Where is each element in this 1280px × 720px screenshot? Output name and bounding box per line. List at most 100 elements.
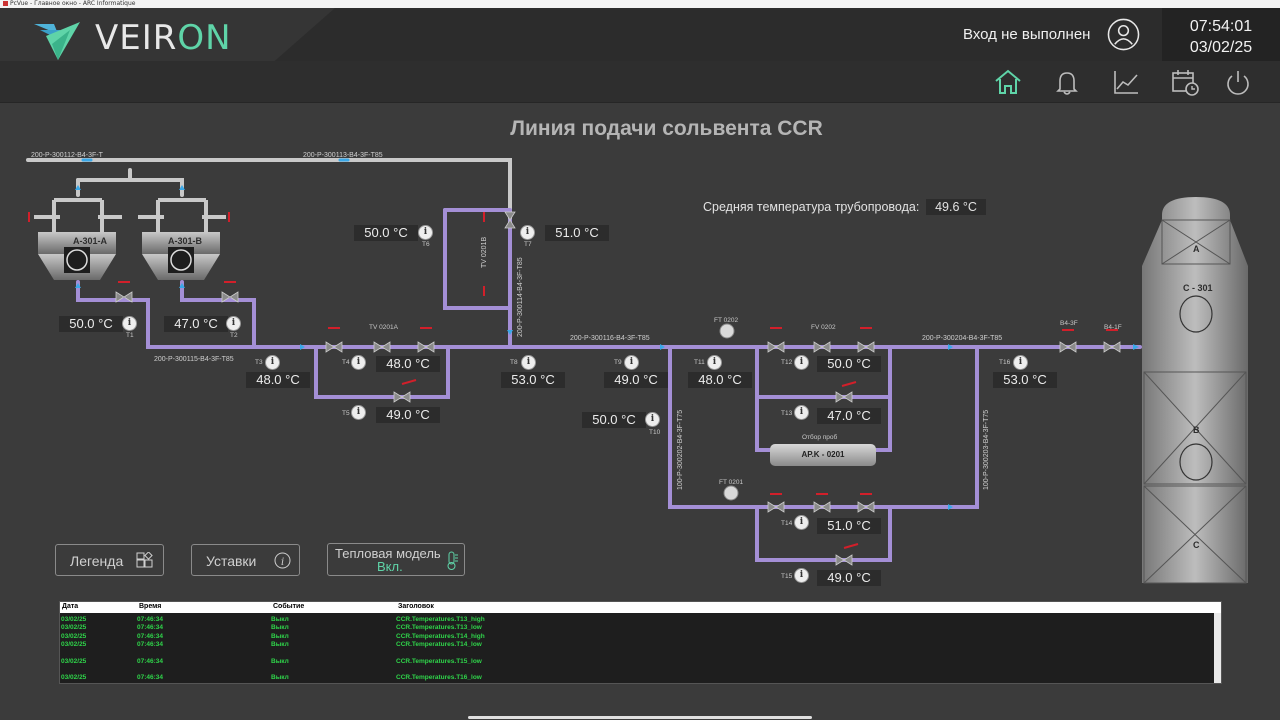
t3-value: 48.0 °C <box>246 372 310 388</box>
t3-sensor-icon[interactable]: i <box>265 355 280 370</box>
user-icon[interactable] <box>1107 18 1140 51</box>
t14-tag: T14 <box>781 520 793 527</box>
clock-time: 07:54:01 <box>1189 18 1253 35</box>
col-event: Событие <box>273 603 305 610</box>
setpoints-button[interactable]: Уставки i <box>191 544 300 576</box>
t15-value: 49.0 °C <box>817 570 881 586</box>
info-icon: i <box>274 552 291 569</box>
t14-value: 51.0 °C <box>817 518 881 534</box>
t1-sensor-icon[interactable]: i <box>122 316 137 331</box>
thermal-model-title: Тепловая модель <box>335 546 441 561</box>
row-date: 03/02/25 <box>61 624 87 632</box>
veiron-logo-icon <box>34 22 80 60</box>
t2-value: 47.0 °C <box>164 316 228 332</box>
t11-sensor-icon[interactable]: i <box>707 355 722 370</box>
row-event: Выкл <box>271 624 289 632</box>
row-date: 03/02/25 <box>61 632 87 640</box>
t16-sensor-icon[interactable]: i <box>1013 355 1028 370</box>
login-status[interactable]: Вход не выполнен <box>963 26 1091 43</box>
pipeline-label-300113: 200-P-300113-B4-3F-T85 <box>303 152 383 159</box>
row-time: 07:46:34 <box>137 641 164 649</box>
column-c-301 <box>1142 197 1248 584</box>
t5-tag: T5 <box>342 410 350 417</box>
row-event: Выкл <box>271 657 289 665</box>
tv-0201a-tag: TV 0201A <box>369 324 398 331</box>
t6-value: 50.0 °C <box>354 225 418 241</box>
legend-icon <box>136 552 153 568</box>
t4-tag: T4 <box>342 359 350 366</box>
calendar-clock-icon[interactable] <box>1169 66 1201 98</box>
t10-value: 50.0 °C <box>582 412 646 428</box>
t16-value: 53.0 °C <box>993 372 1057 388</box>
thermal-model-state: Вкл. <box>377 559 403 574</box>
bell-icon[interactable] <box>1051 66 1083 98</box>
clock-panel: 07:54:01 03/02/25 <box>1162 8 1280 61</box>
ft-0201-tag: FT 0201 <box>719 479 744 486</box>
t4-value: 48.0 °C <box>376 356 440 372</box>
t5-sensor-icon[interactable]: i <box>351 405 366 420</box>
t7-sensor-icon[interactable]: i <box>520 225 535 240</box>
event-log-scrollbar[interactable] <box>1214 613 1221 683</box>
row-event: Выкл <box>271 632 289 640</box>
svg-text:i: i <box>281 557 284 568</box>
t2-sensor-icon[interactable]: i <box>226 316 241 331</box>
avg-temp-value: 49.6 °C <box>926 199 986 215</box>
pipeline-label-300112: 200-P-300112-B4-3F-T <box>31 152 103 159</box>
cooler-a-label: A-301-A <box>73 236 108 246</box>
sample-label: Отбор проб <box>802 434 838 441</box>
ft-0202-tag: FT 0202 <box>714 317 739 324</box>
t6-sensor-icon[interactable]: i <box>418 225 433 240</box>
t4-sensor-icon[interactable]: i <box>351 355 366 370</box>
t15-tag: T15 <box>781 573 793 580</box>
col-date: Дата <box>62 603 79 610</box>
t16-tag: T16 <box>999 359 1011 366</box>
power-icon[interactable] <box>1222 66 1254 98</box>
pipeline-label-300203: 100-P-300203-B4-3F-T75 <box>983 409 990 490</box>
row-title: CCR.Temperatures.T14_high <box>396 632 485 640</box>
brand-name: VEIRON <box>95 18 232 58</box>
thermal-model-button[interactable]: Тепловая модель Вкл. <box>327 543 465 576</box>
t12-sensor-icon[interactable]: i <box>794 355 809 370</box>
chart-icon[interactable] <box>1110 66 1142 98</box>
process-diagram <box>26 158 1248 584</box>
pipeline-label-300114: 200-P-300114-B4-3F-T85 <box>517 257 524 337</box>
brand-prefix: VEIR <box>95 18 178 58</box>
row-event: Выкл <box>271 641 289 649</box>
t8-sensor-icon[interactable]: i <box>521 355 536 370</box>
t12-value: 50.0 °C <box>817 356 881 372</box>
t14-sensor-icon[interactable]: i <box>794 515 809 530</box>
t15-sensor-icon[interactable]: i <box>794 568 809 583</box>
t7-value: 51.0 °C <box>545 225 609 241</box>
home-icon[interactable] <box>992 66 1024 98</box>
t13-tag: T13 <box>781 410 793 417</box>
t3-tag: T3 <box>255 359 263 366</box>
row-title: CCR.Temperatures.T13_low <box>396 624 482 632</box>
pipeline-label-300116: 200-P-300116-B4-3F-T85 <box>570 335 650 342</box>
horizontal-scrollbar[interactable] <box>468 716 812 719</box>
t7-tag: T7 <box>524 241 532 248</box>
legend-button[interactable]: Легенда <box>55 544 164 576</box>
t11-tag: T11 <box>694 359 705 366</box>
avg-temp-label: Средняя температура трубопровода: <box>703 200 920 214</box>
t8-tag: T8 <box>510 359 518 366</box>
t12-tag: T12 <box>781 359 793 366</box>
t2-tag: T2 <box>230 332 238 339</box>
col-title: Заголовок <box>398 603 434 610</box>
t9-sensor-icon[interactable]: i <box>624 355 639 370</box>
cooler-a-301-a <box>38 232 116 280</box>
sample-analyzer[interactable]: AP.K - 0201 <box>770 444 876 466</box>
legend-button-label: Легенда <box>70 553 124 569</box>
row-time: 07:46:34 <box>137 616 164 623</box>
t8-value: 53.0 °C <box>501 372 565 388</box>
t13-sensor-icon[interactable]: i <box>794 405 809 420</box>
t10-sensor-icon[interactable]: i <box>645 412 660 427</box>
thermometer-icon <box>447 551 458 570</box>
